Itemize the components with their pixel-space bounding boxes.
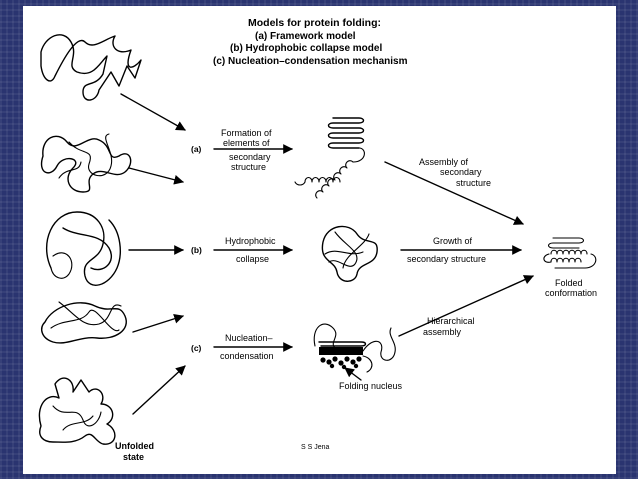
diagram-title: Models for protein folding: [248,17,381,29]
folded-line-1: Folded [555,278,583,288]
hierarchical-line-2: assembly [423,327,462,337]
path-a-step-3: secondary [229,152,271,162]
path-a-step-2: elements of [223,138,270,148]
entry-arrows [120,93,186,415]
unfolded-line-2: state [123,452,144,462]
path-b-step-2: collapse [236,254,269,264]
path-a-step-1: Formation of [221,128,272,138]
unfolded-chain-5 [38,377,116,445]
hierarchical-arrow [398,275,534,337]
unfolded-line-1: Unfolded [115,441,154,451]
growth-line-2: secondary structure [407,254,486,264]
nucleus-pointer-arrow [344,367,362,381]
unfolded-chain-4 [41,301,127,344]
assembly-line-1: Assembly of [419,157,469,167]
author-credit: S S Jena [301,444,330,451]
folding-nucleus-label: Folding nucleus [339,381,403,391]
title-line-b: (b) Hydrophobic collapse model [230,43,382,54]
hierarchical-line-1: Hierarchical [427,316,475,326]
folded-line-2: conformation [545,288,597,298]
path-c-marker: (c) [191,343,202,353]
growth-line-1: Growth of [433,236,473,246]
folded-protein [543,237,597,269]
assembly-line-3: structure [456,178,491,188]
unfolded-chain-3 [46,211,121,286]
slide-canvas: Models for protein folding: (a) Framewor… [23,6,616,474]
path-b-step-1: Hydrophobic [225,236,276,246]
path-c-step-1: Nucleation– [225,333,273,343]
assembly-arrow [384,161,524,225]
folding-nucleus-structure [313,323,396,373]
path-a-marker: (a) [191,144,202,154]
path-b-marker: (b) [191,245,202,255]
collapsed-globule [321,225,378,282]
assembly-line-2: secondary [440,167,482,177]
title-line-c: (c) Nucleation–condensation mechanism [213,56,408,67]
unfolded-chain-2 [40,133,132,193]
protein-folding-diagram: Models for protein folding: (a) Framewor… [38,17,597,462]
path-c-step-2: condensation [220,351,274,361]
unfolded-chain-1 [40,34,142,101]
secondary-structure-elements [294,117,365,199]
title-line-a: (a) Framework model [255,31,356,42]
path-a-step-4: structure [231,162,266,172]
